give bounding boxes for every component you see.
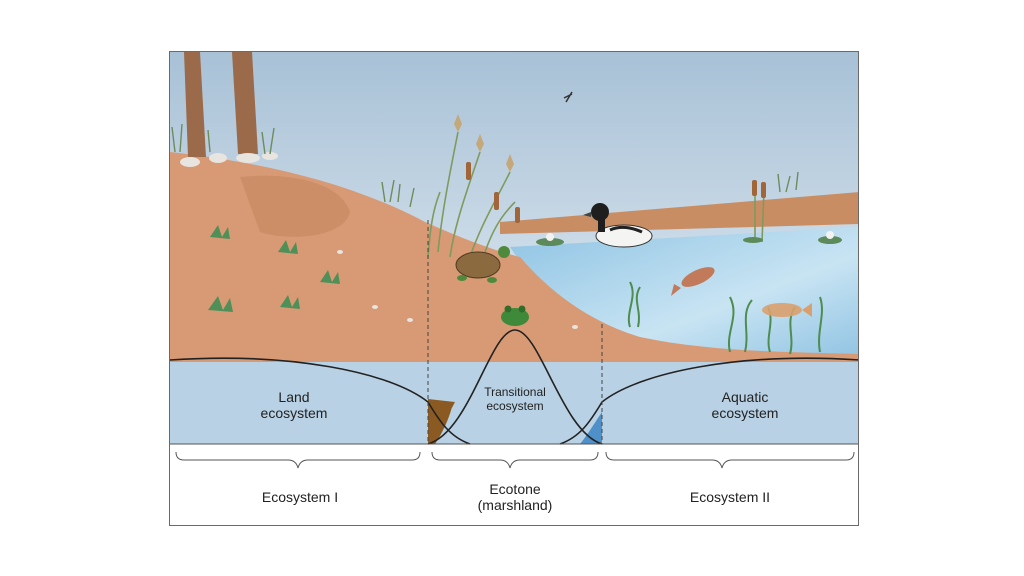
brace-icon	[175, 451, 855, 469]
land-plant-icon	[208, 225, 340, 312]
cattail-icon	[427, 114, 766, 258]
transitional-ecosystem-curve	[427, 329, 603, 445]
ecosystem-2-label: Ecosystem II	[689, 489, 771, 505]
fish-icon	[671, 267, 812, 317]
dragonfly-icon	[563, 91, 573, 103]
ecotone-label-line1: Ecotone	[489, 481, 541, 497]
water-plant-icon	[627, 281, 823, 355]
land-label-line1: Land	[278, 389, 310, 405]
ecosystem-1-label: Ecosystem I	[261, 489, 339, 505]
aquatic-wedge	[580, 412, 602, 444]
tree-trunk-icon	[184, 52, 258, 157]
frog-icon	[501, 305, 529, 326]
ecotone-label-line2: (marshland)	[477, 497, 553, 514]
aquatic-label-line1: Aquatic	[721, 389, 769, 405]
land-ecosystem-curve	[170, 357, 471, 445]
transitional-ecosystem-label: Transitional ecosystem	[460, 385, 570, 414]
turtle-icon	[455, 246, 510, 283]
duck-icon	[583, 203, 653, 248]
hill-shade	[240, 175, 350, 237]
zone-band	[170, 362, 858, 444]
far-shore	[500, 192, 858, 234]
land-label-line2: ecosystem	[260, 405, 328, 422]
land-ecosystem-label: Land ecosystem	[234, 389, 354, 421]
aquatic-ecosystem-curve	[559, 357, 858, 445]
grass-icon	[171, 123, 799, 208]
stones	[180, 152, 578, 329]
ecotone-illustration	[170, 52, 858, 469]
water-lily-icon	[536, 231, 842, 246]
aquatic-ecosystem-label: Aquatic ecosystem	[680, 389, 810, 421]
ecotone-label: Ecotone (marshland)	[445, 481, 585, 513]
transitional-label-line2: ecosystem	[486, 398, 544, 413]
aquatic-label-line2: ecosystem	[711, 405, 779, 422]
transitional-label-line1: Transitional	[484, 385, 546, 399]
ecotone-diagram: Land ecosystem Transitional ecosystem Aq…	[169, 51, 859, 526]
